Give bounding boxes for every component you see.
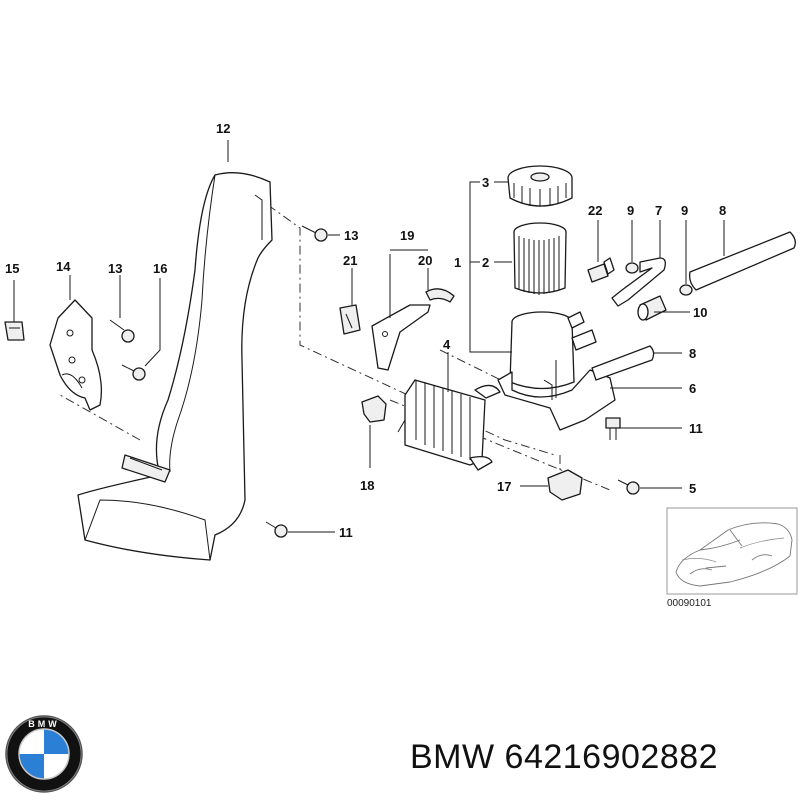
part-labels: 12 13 15 14 13 16 19 21 20 4 18 11 3 1 2…: [5, 121, 726, 540]
leader-lines: [13, 140, 725, 533]
label-15: 15: [5, 261, 19, 276]
bracket-part-14: [49, 299, 103, 411]
filter-element-part-2: [513, 222, 567, 295]
air-duct-part-12: [77, 172, 273, 561]
label-9-right: 9: [681, 203, 688, 218]
screw-part-16: [121, 364, 146, 381]
label-6: 6: [689, 381, 696, 396]
car-outline-icon: [675, 522, 793, 587]
label-1: 1: [454, 255, 461, 270]
label-22: 22: [588, 203, 602, 218]
label-19: 19: [400, 228, 414, 243]
screw-part-13-top: [301, 225, 328, 242]
car-location-inset: 00090101: [666, 507, 798, 609]
label-13-left: 13: [108, 261, 122, 276]
screw-part-5: [617, 479, 640, 495]
fitting-part-22: [587, 257, 615, 283]
screw-part-13-left: [109, 319, 135, 343]
clamp-part-9-left: [625, 262, 639, 274]
label-8-lower: 8: [689, 346, 696, 361]
label-2: 2: [482, 255, 489, 270]
label-17: 17: [497, 479, 511, 494]
nut-clip-part-17: [547, 469, 583, 501]
part-caption: BMW 64216902882: [410, 738, 718, 777]
label-3: 3: [482, 175, 489, 190]
label-9-left: 9: [627, 203, 634, 218]
label-20: 20: [418, 253, 432, 268]
logo-text: BMW: [28, 719, 60, 729]
label-7: 7: [655, 203, 662, 218]
filter-cap-part-3: [507, 165, 573, 207]
oil-cooler-part-4: [397, 379, 501, 471]
label-13-top: 13: [344, 228, 358, 243]
inset-code: 00090101: [667, 598, 712, 609]
label-18: 18: [360, 478, 374, 493]
hose-part-7: [611, 257, 666, 307]
label-12: 12: [216, 121, 230, 136]
pipe-part-8-lower: [591, 345, 655, 381]
label-11-bottom: 11: [339, 525, 353, 540]
caption-brand: BMW: [410, 738, 495, 776]
label-10: 10: [693, 305, 707, 320]
bmw-logo: BMW: [5, 715, 83, 793]
screw-part-11-bottom: [265, 521, 288, 538]
bracket-part-19-20: [371, 288, 455, 371]
clamp-part-9-right: [679, 284, 693, 296]
pipe-part-8-upper: [688, 231, 796, 291]
label-11-right: 11: [689, 421, 703, 436]
grommet-part-18: [361, 395, 387, 423]
label-8-top: 8: [719, 203, 726, 218]
label-14: 14: [56, 259, 71, 274]
label-16: 16: [153, 261, 167, 276]
connector-part-10: [637, 295, 667, 321]
filter-housing-part-1: [497, 311, 616, 431]
caption-part-number: 64216902882: [504, 738, 719, 776]
clip-part-15: [4, 321, 25, 341]
label-5: 5: [689, 481, 696, 496]
label-4: 4: [443, 337, 451, 352]
clip-part-21: [339, 304, 361, 335]
bolt-part-11: [605, 417, 621, 440]
label-21: 21: [343, 253, 357, 268]
